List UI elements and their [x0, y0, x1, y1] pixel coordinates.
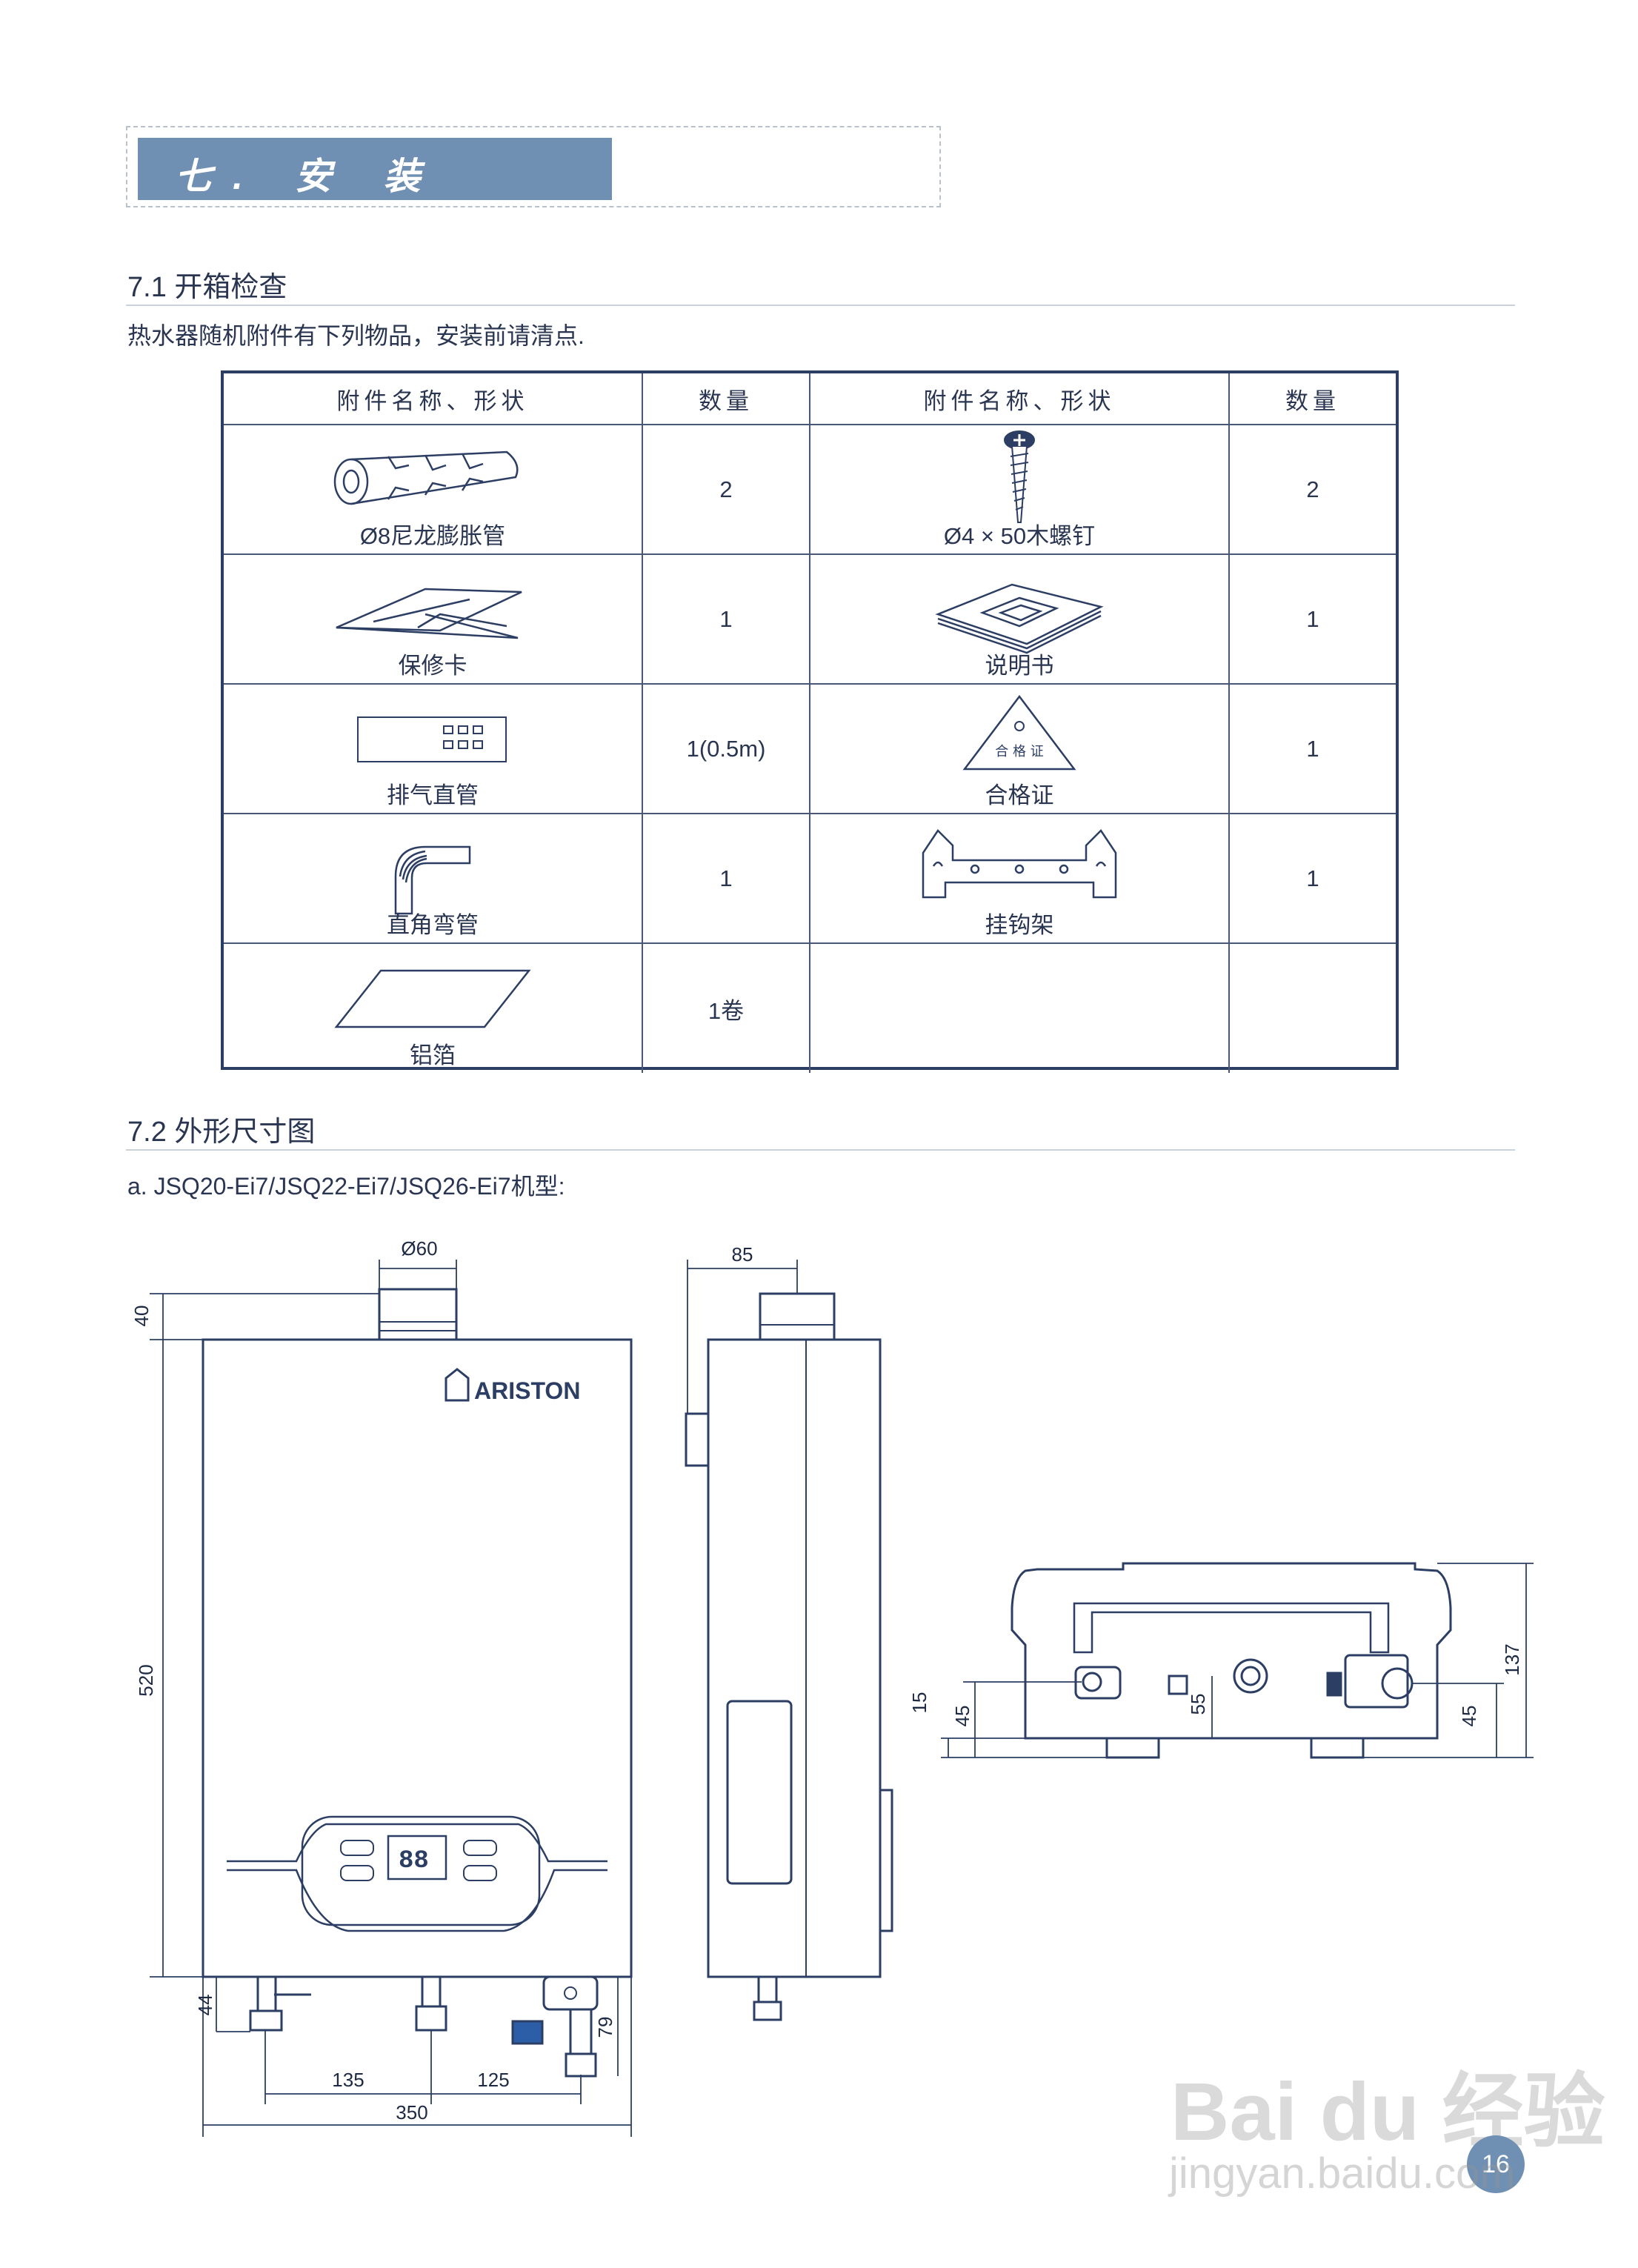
display-readout: 88: [399, 1847, 429, 1875]
item-name: 合格证: [985, 782, 1054, 808]
table-cell-item: 直角弯管: [224, 814, 643, 944]
dim-bottom-left-height: 45: [951, 1706, 973, 1727]
item-quantity: 1: [1230, 814, 1396, 944]
manual-icon: [935, 583, 1104, 654]
page-number: 16: [1467, 2135, 1525, 2193]
table-header-name: 附件名称、形状: [224, 373, 643, 425]
table-cell-item: Ø4 × 50木螺钉: [810, 425, 1230, 555]
dim-top-offset: 40: [130, 1306, 153, 1327]
watermark-url: jingyan.baidu.com: [1169, 2149, 1516, 2198]
item-quantity: 2: [1230, 425, 1396, 555]
dim-height: 520: [135, 1664, 157, 1696]
accessory-table: 附件名称、形状 数量 附件名称、形状 数量 Ø8尼龙膨胀管 2 Ø4 × 50木…: [221, 370, 1399, 1073]
item-name: 说明书: [985, 653, 1054, 679]
table-cell-empty: [810, 944, 1230, 1073]
certificate-badge: 合 格 证: [995, 744, 1043, 759]
wood-screw-icon: [1004, 430, 1035, 523]
table-header-name: 附件名称、形状: [810, 373, 1230, 425]
dim-bottom-total-depth: 137: [1501, 1643, 1523, 1675]
table-cell-item: Ø8尼龙膨胀管: [224, 425, 643, 555]
table-header-qty: 数量: [643, 373, 810, 425]
item-name: 铝箔: [410, 1042, 456, 1068]
brand-logo: ARISTON: [474, 1377, 580, 1404]
section-rule: [126, 305, 1515, 306]
nylon-anchor-icon: [333, 450, 519, 505]
item-name: Ø8尼龙膨胀管: [359, 523, 506, 549]
section-title-7-1: 7.1 开箱检查: [127, 272, 287, 303]
dim-bottom-right-height: 45: [1458, 1706, 1480, 1727]
dim-flue-diameter: Ø60: [401, 1237, 437, 1260]
item-name: 直角弯管: [387, 912, 479, 938]
dim-bottom-fitting: 44: [194, 1995, 216, 2016]
dim-left-spacing: 135: [332, 2069, 364, 2091]
item-quantity: 1: [643, 814, 810, 944]
section-title-7-2: 7.2 外形尺寸图: [127, 1117, 316, 1148]
section-intro: 热水器随机附件有下列物品，安装前请清点.: [127, 322, 585, 349]
table-cell-item: 排气直管: [224, 685, 643, 814]
warranty-card-icon: [336, 588, 522, 639]
watermark-logo: Bai du 经验: [1171, 2066, 1605, 2158]
elbow-pipe-icon: [394, 845, 471, 915]
chapter-title: 七. 安 装: [175, 156, 442, 197]
chapter-banner: [138, 138, 612, 200]
item-name: 保修卡: [398, 653, 467, 679]
certificate-icon: 合 格 证: [962, 694, 1076, 771]
section-subtitle: a. JSQ20-Ei7/JSQ22-Ei7/JSQ26-Ei7机型:: [127, 1173, 565, 1200]
side-view: [685, 1292, 893, 2021]
table-cell-item: 保修卡: [224, 555, 643, 685]
aluminum-foil-icon: [334, 969, 531, 1028]
dim-side-depth: 85: [732, 1243, 753, 1266]
dim-right-spacing: 125: [477, 2069, 509, 2091]
item-quantity: 2: [643, 425, 810, 555]
chapter-frame: [126, 126, 941, 207]
item-quantity: 1卷: [643, 944, 810, 1073]
table-cell-item: 合 格 证 合格证: [810, 685, 1230, 814]
front-view: [202, 1288, 633, 2078]
item-name: 排气直管: [387, 782, 479, 808]
dim-right-fitting: 79: [594, 2017, 616, 2038]
item-name: 挂钩架: [985, 912, 1054, 938]
table-cell-item: 说明书: [810, 555, 1230, 685]
bottom-view: [1011, 1562, 1452, 1759]
item-quantity: 1(0.5m): [643, 685, 810, 814]
section-rule: [126, 1149, 1515, 1151]
hanger-bracket-icon: [922, 829, 1117, 899]
item-quantity: 1: [1230, 685, 1396, 814]
item-quantity: 1: [1230, 555, 1396, 685]
table-cell-item: 挂钩架: [810, 814, 1230, 944]
dimension-lines: [150, 1260, 1534, 2137]
item-name: Ø4 × 50木螺钉: [943, 523, 1096, 549]
item-quantity: 1: [643, 555, 810, 685]
table-header-qty: 数量: [1230, 373, 1396, 425]
exhaust-pipe-icon: [357, 716, 507, 762]
dim-bottom-center-height: 55: [1187, 1694, 1209, 1715]
table-cell-item: 铝箔: [224, 944, 643, 1073]
dim-bottom-left-small: 15: [908, 1692, 930, 1714]
dim-width: 350: [396, 2101, 427, 2124]
